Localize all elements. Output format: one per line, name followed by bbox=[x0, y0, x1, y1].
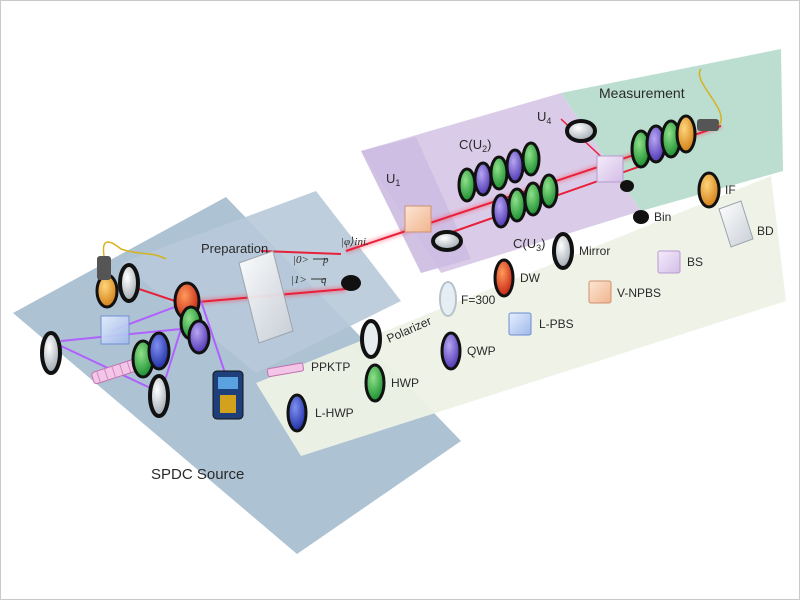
measurement-label: Measurement bbox=[599, 85, 685, 101]
legend-bin-label: Bin bbox=[654, 210, 671, 224]
qwp-icon bbox=[491, 193, 511, 229]
legend-ppktp-label: PPKTP bbox=[311, 360, 350, 374]
legend-bs-label: BS bbox=[687, 255, 703, 269]
mirror-icon bbox=[40, 331, 62, 375]
hwp-icon bbox=[521, 141, 541, 177]
mirror-icon bbox=[118, 263, 140, 303]
legend-bd-label: BD bbox=[757, 224, 774, 238]
legend-dw-icon bbox=[493, 258, 515, 298]
hwp-icon bbox=[507, 187, 527, 223]
bin-icon bbox=[341, 275, 361, 291]
u4-label: U4 bbox=[537, 109, 551, 126]
hwp-icon bbox=[457, 167, 477, 203]
legend-ppktp-icon bbox=[266, 362, 305, 378]
fiber-coupler-icon bbox=[697, 68, 722, 131]
legend-dw-label: DW bbox=[520, 271, 541, 285]
legend-bd-icon bbox=[718, 200, 754, 248]
u1-label: U1 bbox=[386, 171, 400, 188]
initial-state-label: |φ⟩ini. bbox=[341, 236, 369, 248]
mirror-icon bbox=[565, 119, 597, 143]
legend-bin-icon bbox=[633, 210, 649, 224]
bd-icon bbox=[238, 250, 294, 344]
lhwp-icon bbox=[147, 331, 171, 371]
legend-hwp-icon bbox=[364, 363, 386, 403]
if-icon bbox=[675, 114, 697, 154]
qwp-icon bbox=[473, 161, 493, 197]
legend-f300-label: F=300 bbox=[461, 293, 496, 307]
legend-f300-icon bbox=[439, 281, 457, 317]
hwp-icon bbox=[489, 155, 509, 191]
cu3-label: C(U3) bbox=[513, 236, 545, 253]
legend-bs-icon bbox=[657, 250, 681, 274]
preparation-label: Preparation bbox=[201, 241, 268, 256]
pbs-cube bbox=[100, 315, 130, 345]
cu2-label: C(U2) bbox=[459, 137, 491, 154]
legend-vnpbs-label: V-NPBS bbox=[617, 286, 661, 300]
fiber-coupler-icon bbox=[97, 241, 167, 280]
legend-polarizer-icon bbox=[360, 319, 382, 359]
vnpbs-icon bbox=[404, 205, 432, 233]
legend-mirror-icon bbox=[552, 232, 574, 270]
legend-lpbs-label: L-PBS bbox=[539, 317, 574, 331]
legend-if-label: IF bbox=[725, 183, 736, 197]
legend-vnpbs-icon bbox=[588, 280, 612, 304]
bs-icon bbox=[596, 155, 624, 183]
legend-qwp-icon bbox=[440, 331, 462, 371]
legend-lhwp-icon bbox=[286, 393, 308, 433]
qwp-icon bbox=[505, 148, 525, 184]
qwp-icon bbox=[187, 319, 211, 355]
spdc-source-label: SPDC Source bbox=[151, 466, 244, 483]
state-zero-label: |0>p bbox=[293, 254, 329, 266]
legend-lpbs-icon bbox=[508, 312, 532, 336]
state-one-label: |1>q bbox=[291, 274, 327, 286]
laser-source-icon bbox=[212, 370, 244, 420]
legend-if-icon bbox=[697, 171, 721, 209]
bin-icon bbox=[620, 180, 634, 192]
legend-lhwp-label: L-HWP bbox=[315, 406, 354, 420]
hwp-icon bbox=[523, 181, 543, 217]
mirror-icon bbox=[148, 374, 170, 418]
legend-mirror-label: Mirror bbox=[579, 244, 610, 258]
hwp-icon bbox=[539, 173, 559, 209]
legend-qwp-label: QWP bbox=[467, 344, 496, 358]
mirror-icon bbox=[431, 230, 463, 252]
legend-hwp-label: HWP bbox=[391, 376, 419, 390]
